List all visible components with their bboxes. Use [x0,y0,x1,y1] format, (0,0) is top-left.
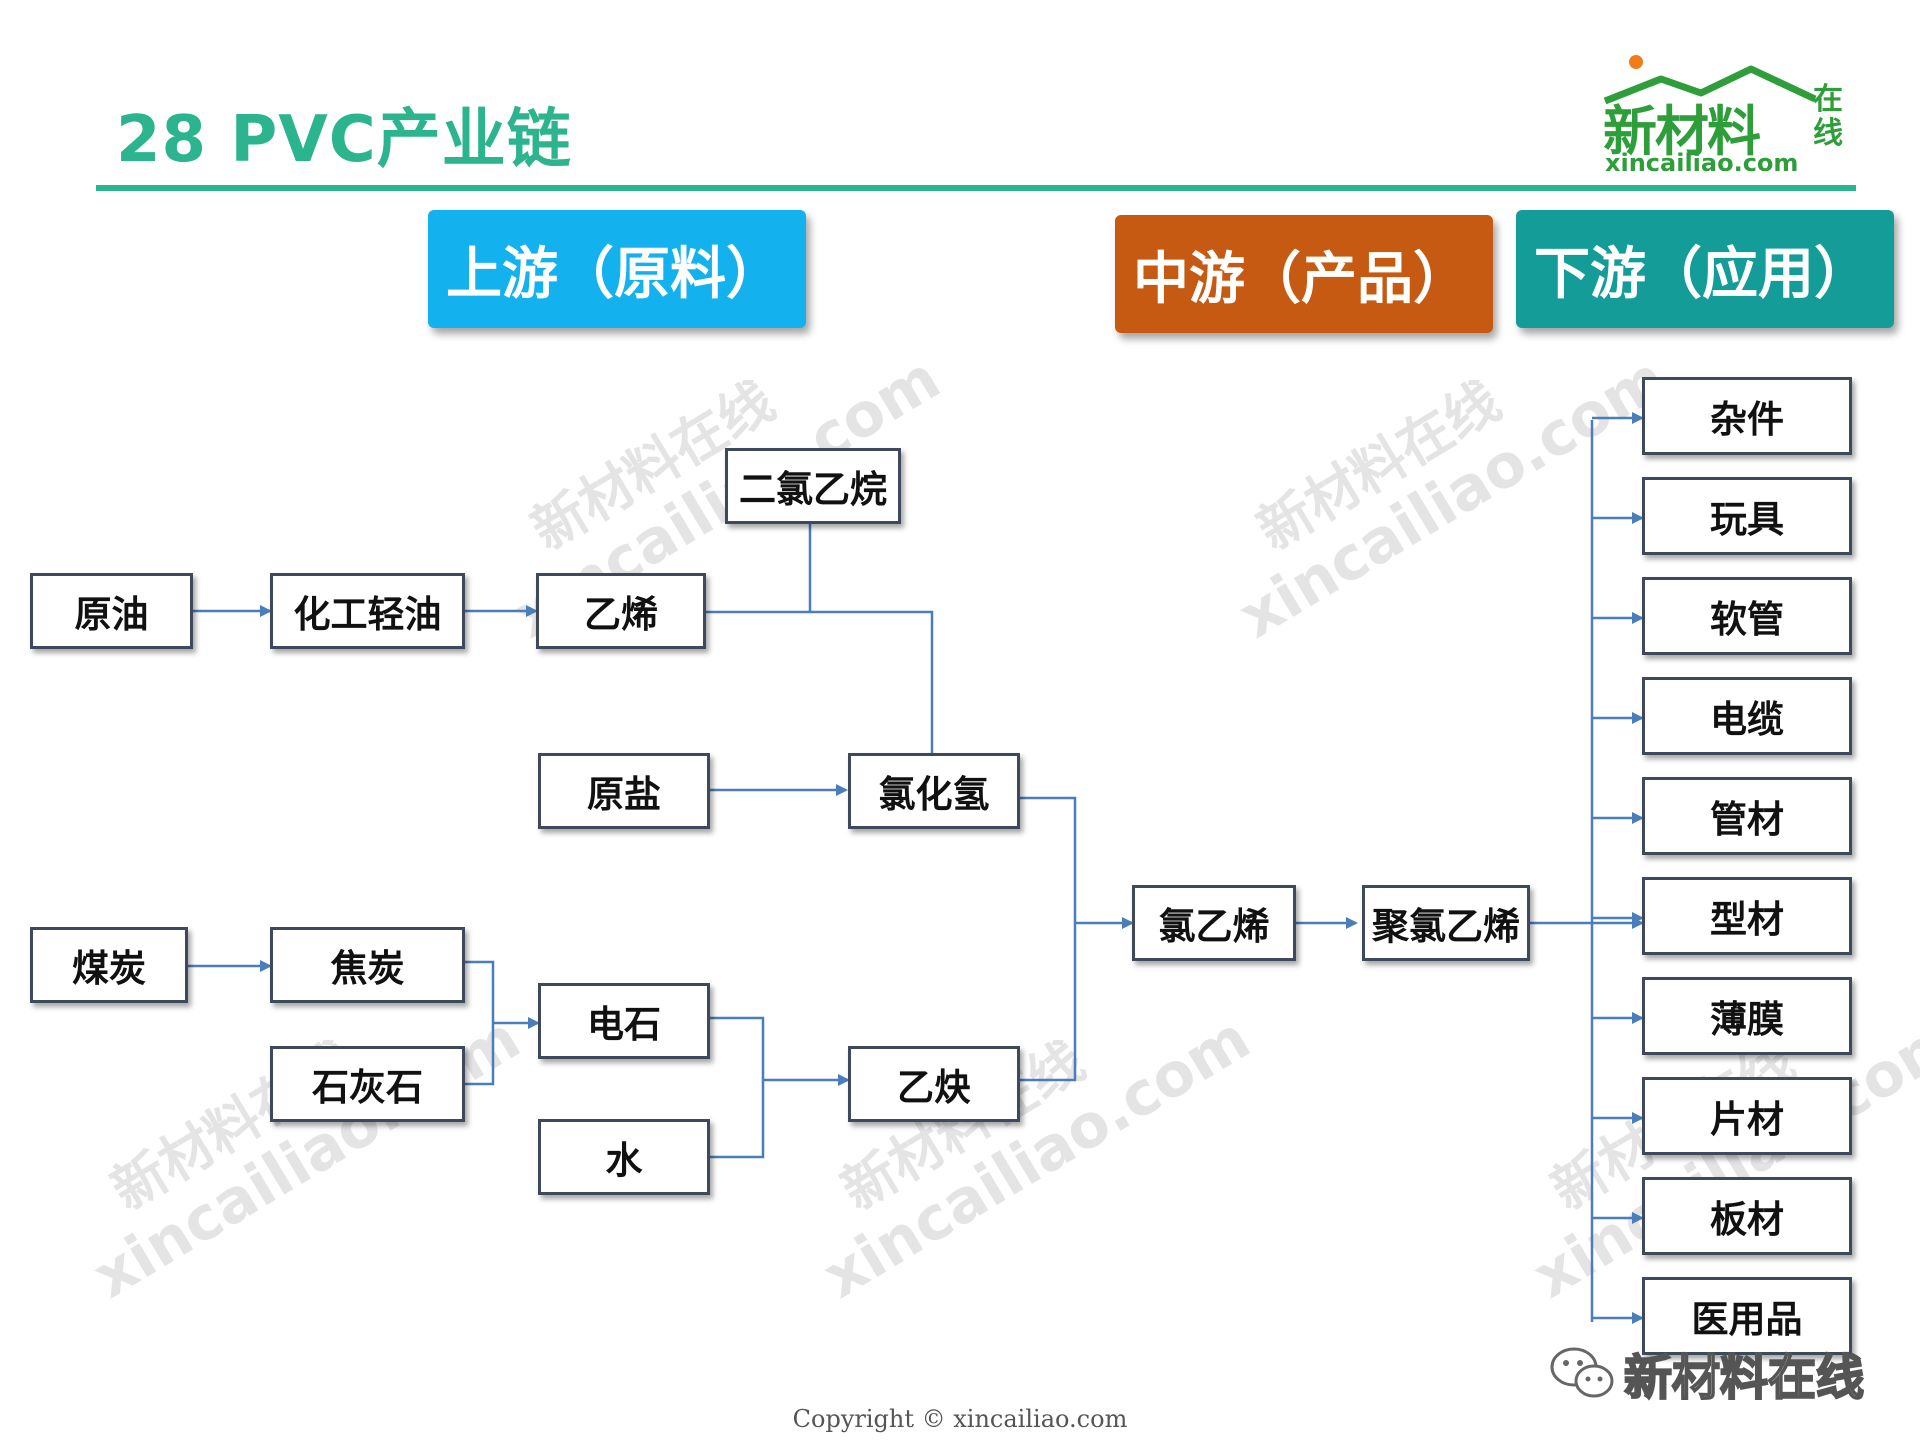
upstream-banner: 上游（原料） [428,210,806,328]
downstream-item: 杂件 [1642,377,1852,455]
wechat-badge: 新材料在线 [1550,1338,1865,1408]
downstream-item: 薄膜 [1642,977,1852,1055]
wechat-icon [1550,1347,1614,1398]
node-ethylene: 乙烯 [536,573,706,649]
midstream-banner: 中游（产品） [1115,215,1493,333]
logo-dot [1629,55,1643,69]
node-carbide: 电石 [538,983,710,1059]
node-salt: 原盐 [538,753,710,829]
downstream-item: 型材 [1642,877,1852,955]
node-edc: 二氯乙烷 [725,448,901,524]
node-coal: 煤炭 [30,927,188,1003]
downstream-item: 电缆 [1642,677,1852,755]
brand-logo: 新材料 在线 xincailiao.com [1585,55,1865,177]
logo-main-text: 新材料 [1603,100,1761,163]
logo-roof-icon [1603,65,1817,105]
downstream-item: 软管 [1642,577,1852,655]
node-water: 水 [538,1119,710,1195]
page-title: 28 PVC产业链 [116,103,572,177]
node-pvc: 聚氯乙烯 [1362,885,1530,961]
node-crude-oil: 原油 [30,573,193,649]
node-limestone: 石灰石 [270,1046,465,1122]
copyright-footer: Copyright © xincailiao.com [792,1405,1128,1433]
downstream-item: 玩具 [1642,477,1852,555]
downstream-item: 管材 [1642,777,1852,855]
node-acetylene: 乙炔 [848,1046,1020,1122]
downstream-item: 医用品 [1642,1277,1852,1355]
node-vcm: 氯乙烯 [1132,885,1296,961]
node-coke: 焦炭 [270,927,465,1003]
downstream-item: 板材 [1642,1177,1852,1255]
node-naphtha: 化工轻油 [270,573,465,649]
logo-side-text: 在线 [1813,82,1843,151]
title-underline [96,185,1856,191]
node-hcl: 氯化氢 [848,753,1020,829]
logo-url: xincailiao.com [1605,149,1799,177]
wechat-label: 新材料在线 [1623,1349,1865,1407]
downstream-banner: 下游（应用） [1516,210,1894,328]
downstream-item: 片材 [1642,1077,1852,1155]
